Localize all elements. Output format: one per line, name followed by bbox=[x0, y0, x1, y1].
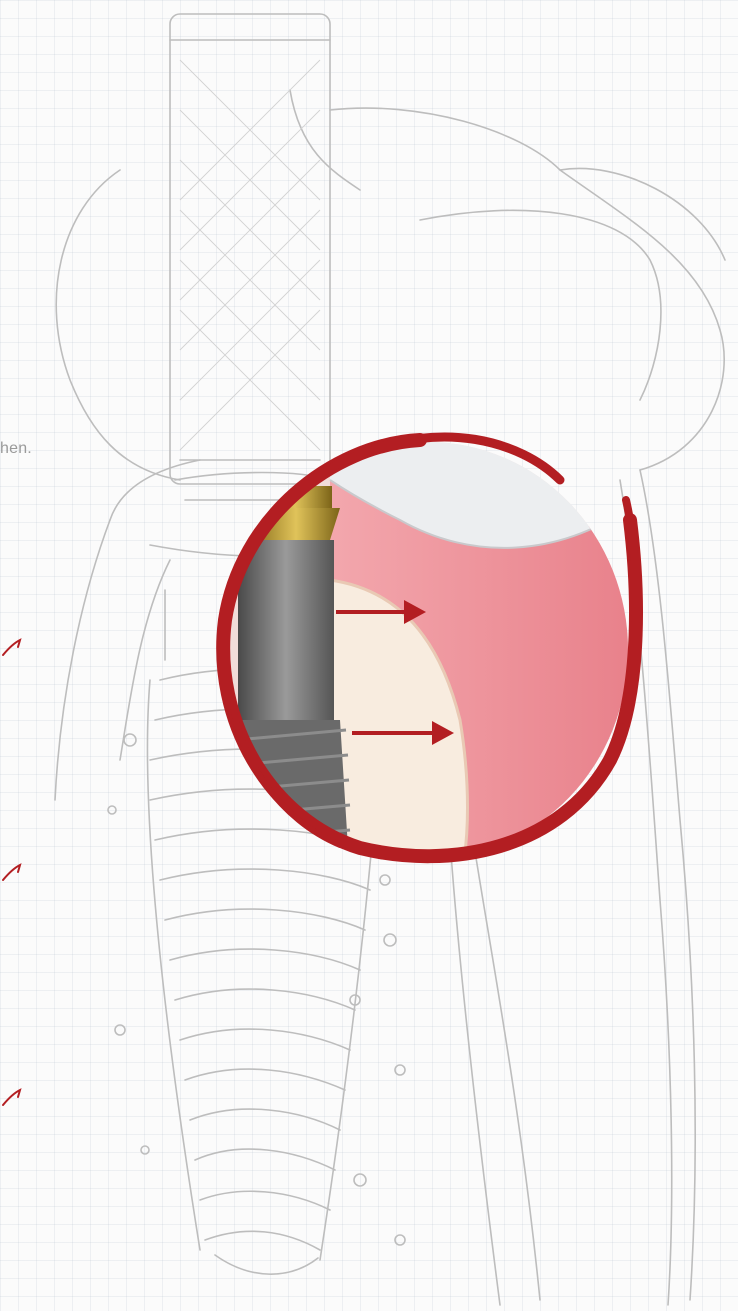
checkmark-icon bbox=[0, 1087, 24, 1109]
checkmark-icon bbox=[0, 862, 24, 884]
checkmark-icon bbox=[0, 637, 24, 659]
